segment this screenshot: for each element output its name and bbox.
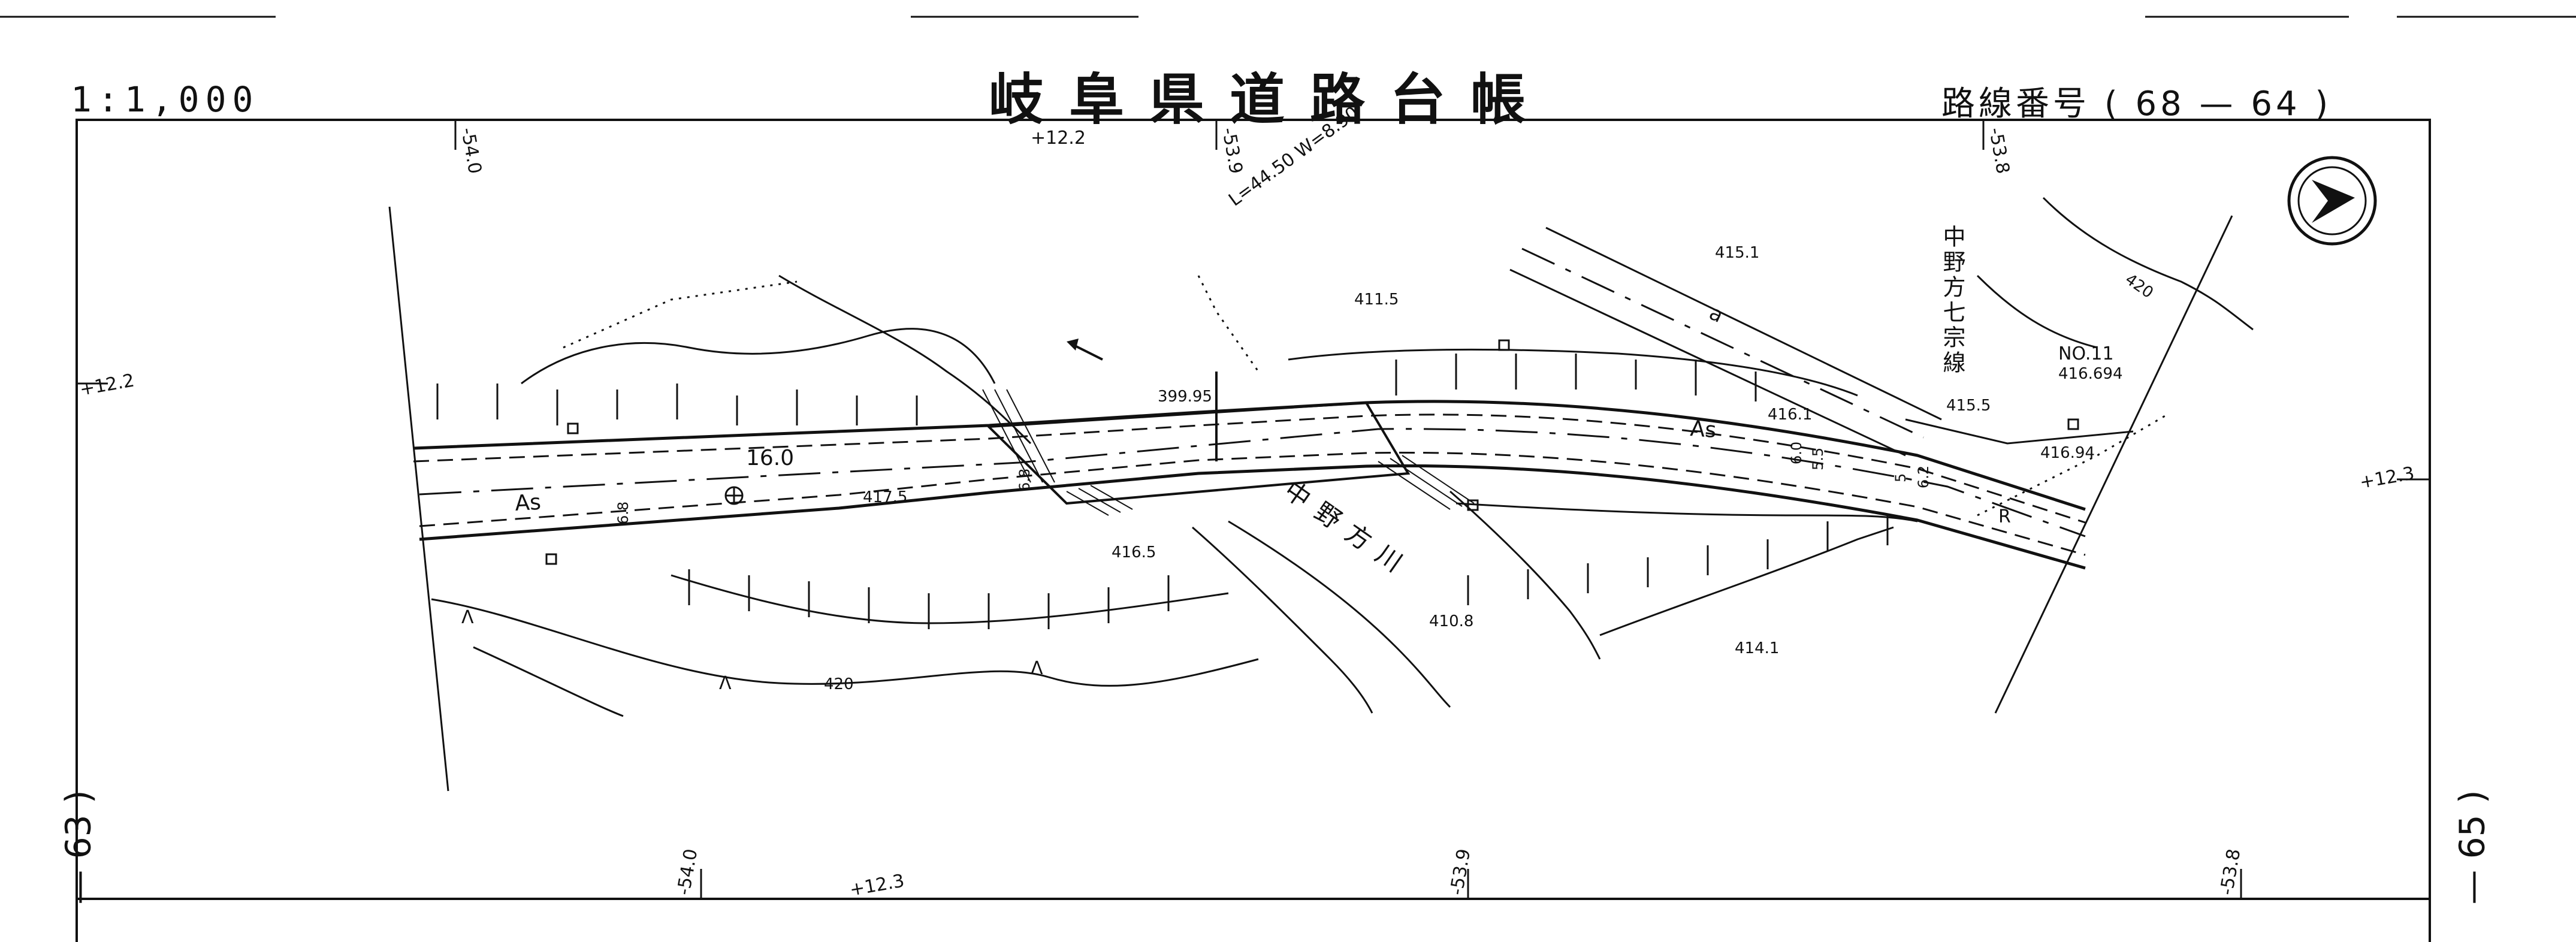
coord-side-right: +12.3 bbox=[2358, 463, 2416, 493]
coord-bottom-2: +12.3 bbox=[848, 870, 906, 900]
north-arrow-icon bbox=[2287, 156, 2377, 246]
land-mark-lambda-1: Λ bbox=[461, 607, 474, 628]
coord-side-left: +12.2 bbox=[78, 370, 136, 400]
side-road-name-label: 中野方七宗線 bbox=[1939, 225, 1965, 376]
contour-lines bbox=[431, 197, 2254, 717]
abutment-hatch bbox=[982, 389, 1475, 516]
road-width-label: 16.0 bbox=[746, 446, 794, 470]
elevation-label-1: 411.5 bbox=[1354, 291, 1399, 309]
dimension-label-2: 6.8 bbox=[1016, 469, 1033, 491]
grid-ticks bbox=[77, 120, 2430, 899]
contour-label-2: 420 bbox=[2122, 270, 2157, 302]
dimension-label-4: 5.5 bbox=[1810, 448, 1826, 470]
contour-label-1: 420 bbox=[824, 675, 854, 693]
elevation-label-5: 416.94 bbox=[2040, 444, 2095, 462]
route-number: 路線番号 ( 68 — 64 ) bbox=[1941, 77, 2332, 125]
coord-top-4: -53.8 bbox=[1985, 126, 2013, 176]
land-mark-lambda-3: Λ bbox=[1031, 658, 1043, 679]
dimension-label-1: 6.8 bbox=[615, 502, 632, 524]
route-number-value: ( 68 — 64 ) bbox=[2104, 84, 2332, 123]
road-surface-label-2: As bbox=[1689, 416, 1717, 443]
dimension-label-5: 5 bbox=[1892, 473, 1909, 482]
elevation-label-9: 416.5 bbox=[1112, 544, 1156, 561]
elevation-label-10: 410.8 bbox=[1429, 612, 1473, 630]
elevation-label-11: 414.1 bbox=[1735, 639, 1779, 657]
coord-top-2: +12.2 bbox=[1031, 128, 1086, 149]
survey-boundary bbox=[388, 206, 2233, 792]
map-frame bbox=[76, 119, 2431, 900]
elevation-label-4: 416.1 bbox=[1768, 406, 1812, 424]
slope-ticks bbox=[436, 354, 1889, 629]
route-number-label: 路線番号 bbox=[1941, 84, 2090, 123]
land-mark-r: R bbox=[1998, 506, 2011, 527]
elevation-label-6: 416.694 bbox=[2058, 365, 2123, 383]
coord-bottom-1: -54.0 bbox=[673, 847, 702, 897]
main-road bbox=[413, 400, 2086, 570]
elevation-label-8: 417.5 bbox=[863, 488, 907, 506]
flow-arrow-icon bbox=[1067, 339, 1103, 361]
land-mark-lambda-2: Λ bbox=[719, 673, 732, 694]
benchmark-symbols bbox=[545, 339, 2079, 565]
elevation-label-7: 399.95 bbox=[1158, 388, 1212, 406]
dimension-label-3: 6.0 bbox=[1788, 442, 1805, 464]
elevation-label-3: 415.5 bbox=[1946, 397, 1991, 415]
coord-top-3: -53.9 bbox=[1218, 126, 1246, 176]
map-scale: 1:1,000 bbox=[71, 79, 259, 120]
coord-top-1: -54.0 bbox=[457, 126, 485, 176]
river-channel bbox=[1192, 490, 1601, 714]
road-surface-label-1: As bbox=[514, 490, 541, 516]
benchmark-label: NO.11 bbox=[2058, 343, 2114, 364]
side-road bbox=[1509, 227, 2134, 457]
elevation-label-2: 415.1 bbox=[1715, 244, 1759, 262]
parcel-boundaries bbox=[563, 275, 2170, 517]
dimension-label-6: 6.2 bbox=[1915, 466, 1932, 488]
embankments bbox=[521, 274, 1918, 636]
coord-bottom-3: -53.9 bbox=[1446, 847, 1475, 897]
